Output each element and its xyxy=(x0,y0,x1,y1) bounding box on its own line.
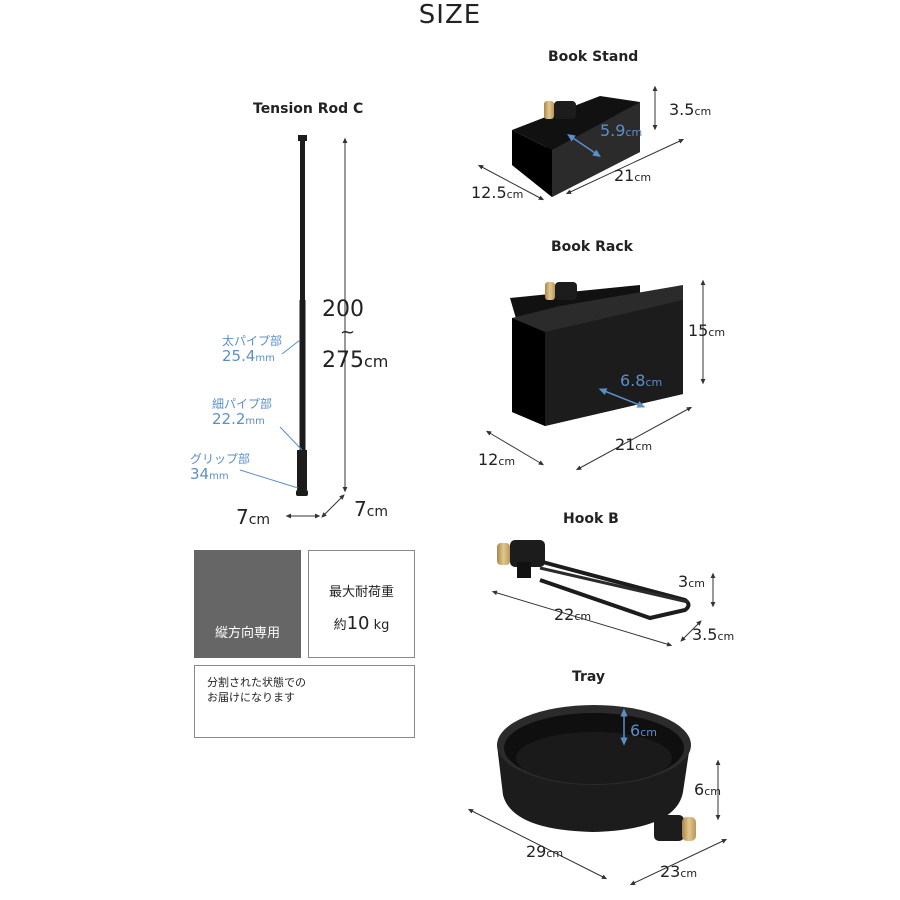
tension-rod-title: Tension Rod C xyxy=(253,101,364,117)
tray-depth: 23cm xyxy=(660,862,698,881)
book-rack-depth: 12cm xyxy=(478,450,516,469)
book-stand-height: 3.5cm xyxy=(669,100,712,119)
max-load-box: 最大耐荷重 約10 kg xyxy=(308,550,415,658)
vertical-only-label: 縦方向専用 xyxy=(214,626,280,641)
tray-title: Tray xyxy=(572,669,606,685)
book-stand-inner: 5.9cm xyxy=(600,121,643,140)
rod-base-width: 7cm xyxy=(236,505,271,529)
tension-rod-drawing xyxy=(239,135,348,519)
thick-pipe-note: 太パイプ部 25.4mm xyxy=(222,334,283,366)
book-stand-title: Book Stand xyxy=(548,49,639,65)
page-title: SIZE xyxy=(418,0,482,30)
hook-b-drawing xyxy=(491,540,716,647)
split-delivery-note: 分割された状態での お届けになります xyxy=(207,676,306,704)
book-rack-drawing xyxy=(485,279,706,471)
book-rack-inner: 6.8cm xyxy=(620,371,663,390)
tray-height: 6cm xyxy=(694,780,721,799)
book-rack-width: 21cm xyxy=(615,435,653,454)
rod-height-min: 200 xyxy=(322,297,364,322)
book-stand-drawing xyxy=(477,85,685,201)
hook-b-length: 22cm xyxy=(554,605,592,624)
split-delivery-box: 分割された状態での お届けになります xyxy=(194,665,415,738)
tray-inner-depth: 6cm xyxy=(630,721,657,740)
book-rack-title: Book Rack xyxy=(551,239,633,255)
book-rack-height: 15cm xyxy=(688,321,726,340)
tray-drawing xyxy=(467,705,728,886)
book-stand-width: 21cm xyxy=(614,166,652,185)
book-stand-depth: 12.5cm xyxy=(471,183,524,202)
grip-note: グリップ部 34mm xyxy=(190,452,251,484)
hook-b-title: Hook B xyxy=(563,511,619,527)
rod-height-tilde: ~ xyxy=(340,322,356,343)
rod-base-depth: 7cm xyxy=(354,497,389,521)
hook-b-height: 3cm xyxy=(678,572,705,591)
hook-b-depth: 3.5cm xyxy=(692,625,735,644)
tray-diameter: 29cm xyxy=(526,842,564,861)
rod-height-max: 275cm xyxy=(322,348,389,373)
max-load-label: 最大耐荷重 xyxy=(328,585,394,600)
vertical-only-box: 縦方向専用 xyxy=(194,550,301,658)
max-load-value: 約10 kg xyxy=(333,613,390,634)
thin-pipe-note: 細パイプ部 22.2mm xyxy=(212,397,273,429)
